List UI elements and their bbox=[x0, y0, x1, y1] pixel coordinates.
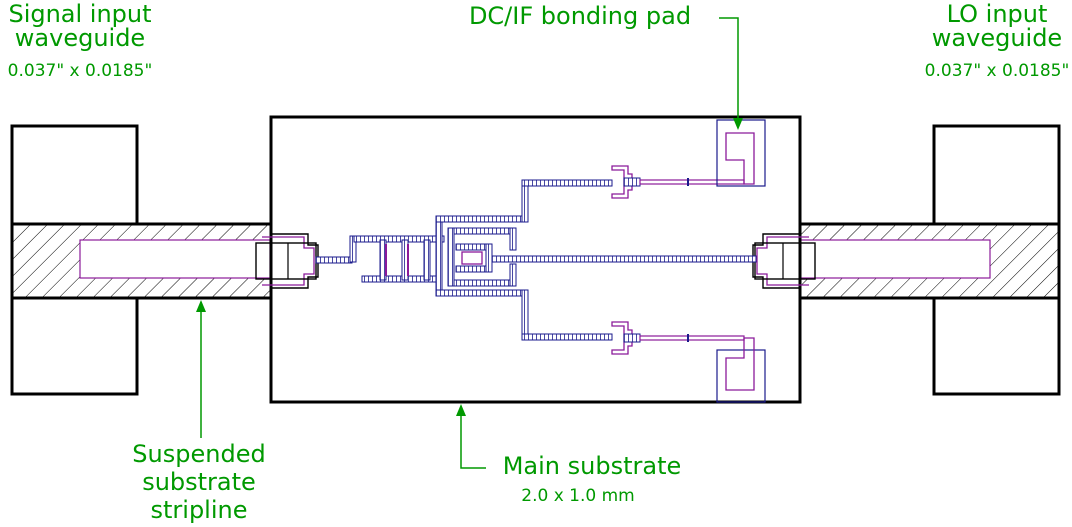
right-waveguide-bottom-block bbox=[932, 296, 1061, 396]
left-stripline-conductor bbox=[79, 239, 271, 279]
signal-input-title-line2: waveguide bbox=[15, 24, 145, 52]
suspended-stripline-label-line1: Suspended bbox=[132, 440, 265, 468]
lo-input-waveguide bbox=[798, 124, 1061, 396]
bonding-pad-leader bbox=[719, 17, 743, 130]
lower-if-line bbox=[521, 333, 613, 341]
signal-input-waveguide bbox=[10, 124, 274, 396]
main-substrate-leader bbox=[456, 404, 486, 469]
suspended-stripline-label-line3: stripline bbox=[151, 496, 248, 524]
left-waveguide-bottom-block bbox=[10, 296, 139, 396]
right-stripline-conductor bbox=[799, 239, 991, 279]
left-waveguide-top-block bbox=[10, 124, 139, 226]
suspended-stripline-leader bbox=[196, 300, 206, 438]
signal-input-dimensions: 0.037" x 0.0185" bbox=[8, 61, 153, 81]
right-waveguide-top-block bbox=[932, 124, 1061, 226]
bonding-pad-label: DC/IF bonding pad bbox=[469, 2, 691, 30]
upper-if-line bbox=[521, 179, 613, 187]
input-line bbox=[315, 256, 353, 264]
suspended-stripline-label-line2: substrate bbox=[142, 468, 256, 496]
mixer-circuit bbox=[315, 165, 757, 355]
lo-input-dimensions: 0.037" x 0.0185" bbox=[925, 61, 1070, 81]
lo-input-title-line2: waveguide bbox=[932, 24, 1062, 52]
lo-feed-line bbox=[491, 255, 757, 263]
filter-top-rail bbox=[353, 235, 445, 243]
lower-bonding-pad bbox=[716, 337, 766, 403]
main-substrate-label: Main substrate bbox=[503, 452, 682, 480]
main-substrate-dimensions: 2.0 x 1.0 mm bbox=[521, 486, 634, 506]
signal-input-title-line1: Signal input bbox=[8, 0, 151, 28]
lo-input-title-line1: LO input bbox=[947, 0, 1048, 28]
